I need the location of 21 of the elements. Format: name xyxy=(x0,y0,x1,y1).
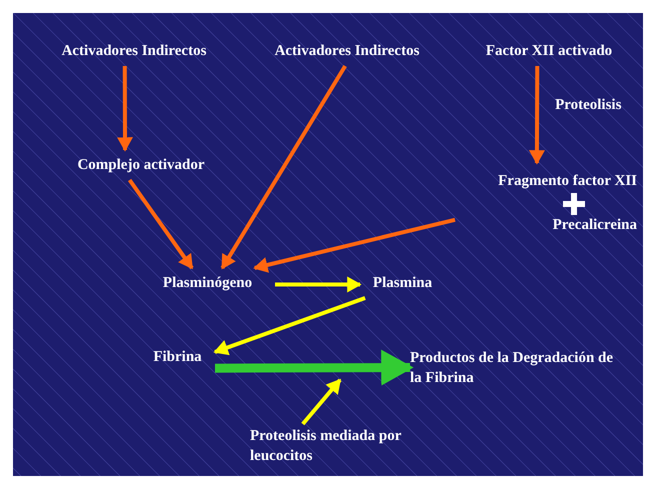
node-label: Productos de la Degradación de la Fibrina xyxy=(410,348,614,388)
node-label: Precalicreina xyxy=(552,216,637,235)
node-label: Activadores Indirectos xyxy=(274,42,420,61)
node-label: Fragmento factor XII xyxy=(498,172,637,191)
node-label: Fibrina xyxy=(153,348,202,367)
node-label: Proteolisis mediada por leucocitos xyxy=(250,427,402,466)
node-label: Plasmina xyxy=(372,274,432,293)
node-label: Plasminógeno xyxy=(162,274,252,293)
node-label: Complejo activador xyxy=(77,156,205,175)
node-label: Activadores Indirectos xyxy=(62,42,206,61)
arrow xyxy=(128,178,194,270)
arrow xyxy=(220,64,347,270)
arrow xyxy=(301,378,342,426)
arrow xyxy=(214,350,414,386)
arrow xyxy=(528,66,545,165)
arrow xyxy=(253,218,456,273)
arrow xyxy=(214,296,366,356)
arrow xyxy=(117,66,133,152)
arrow xyxy=(275,276,362,292)
node-label: Factor XII activado xyxy=(486,42,612,61)
edge-label: Proteolisis xyxy=(555,96,622,114)
